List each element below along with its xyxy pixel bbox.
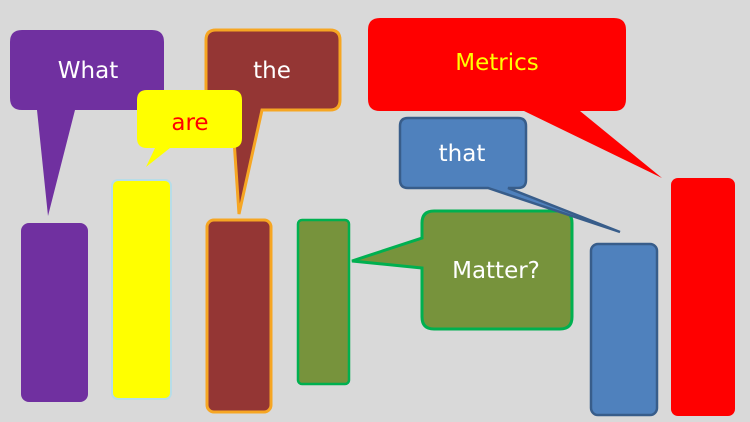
blue-speech-bubble [398,116,621,234]
word-what: What [57,58,119,84]
word-the: the [253,58,291,84]
brown-bar [205,218,273,414]
word-that: that [438,141,486,167]
brown-speech-bubble [204,28,342,215]
word-metrics: Metrics [455,50,539,76]
purple-speech-bubble [10,30,164,216]
word-matter: Matter? [452,258,540,284]
yellow-speech-bubble [137,90,242,167]
blue-bar [589,242,659,417]
yellow-bar [111,179,172,400]
purple-bar [21,223,88,402]
olive-bar [296,218,351,386]
olive-speech-bubble [351,209,574,331]
word-are: are [171,110,209,136]
red-speech-bubble [368,18,662,178]
red-bar [671,178,735,416]
